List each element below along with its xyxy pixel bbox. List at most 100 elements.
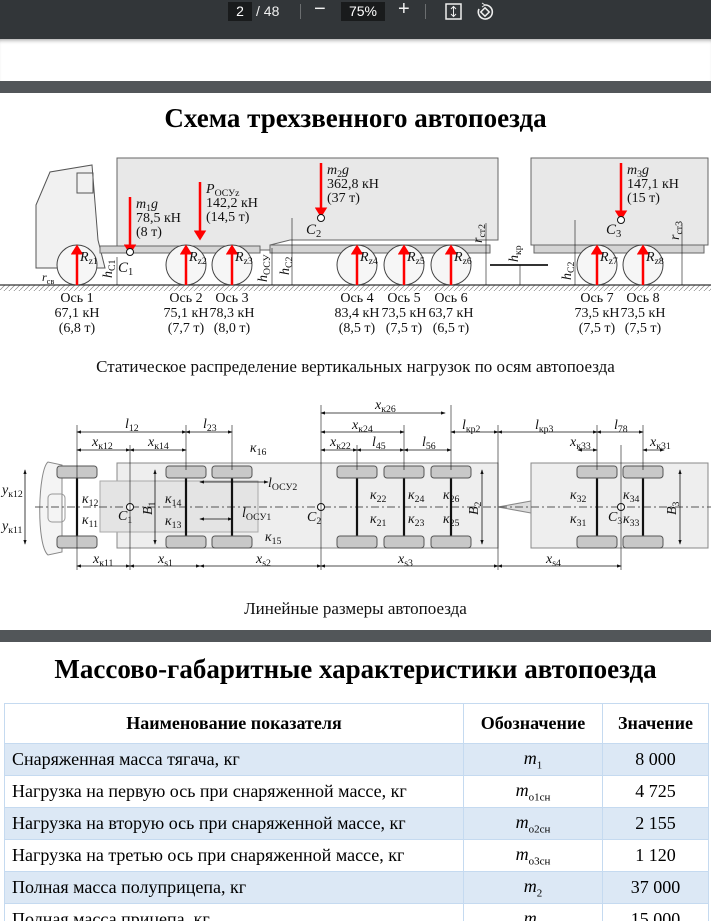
rotate-icon[interactable]: [476, 2, 495, 21]
label-base: x: [255, 552, 263, 567]
label-subscript: 1: [128, 267, 133, 278]
label-subscript: к33: [576, 441, 591, 452]
label-base: к: [408, 488, 415, 503]
dimension-label: lкр2: [462, 418, 481, 435]
dimension-label: lОСУ2: [268, 476, 297, 493]
label-subscript: 1: [146, 203, 151, 214]
height-label: hC1: [101, 259, 118, 278]
label-subscript: 2: [316, 516, 321, 527]
label-subscript: C2: [284, 256, 295, 268]
symbol-subscript: 2: [536, 887, 543, 900]
label-base: x: [351, 418, 359, 433]
axle-force-label: 67,1 кН: [55, 306, 100, 321]
center-of-mass-3-icon: [617, 216, 625, 224]
zoom-level-input[interactable]: 75%: [341, 2, 385, 21]
table-row: Нагрузка на вторую ось при снаряженной м…: [4, 807, 709, 840]
reaction-label: Rz1: [79, 250, 98, 267]
label-subscript: 12: [129, 423, 139, 434]
parameter-symbol: m2: [463, 871, 603, 904]
axle-mass-label: (8,5 т): [339, 321, 376, 336]
label-subscript: z3: [244, 256, 253, 267]
dimension-label: xк26: [374, 398, 396, 415]
parameter-value: 2 155: [602, 807, 709, 840]
dimension-label: к33: [623, 512, 639, 529]
dimension-label: xк31: [649, 435, 671, 452]
label-subscript: 33: [630, 518, 640, 529]
label-subscript: C2: [566, 261, 577, 273]
load-force: 78,5 кН: [136, 211, 181, 226]
label-subscript: кр: [513, 245, 524, 255]
radius-label: rсв: [42, 270, 54, 286]
track-width-label: B3: [665, 501, 682, 515]
label-subscript: ОСУ1: [246, 512, 272, 523]
axle-mass-label: (6,8 т): [59, 321, 96, 336]
wheel-bottom-7: [576, 535, 618, 549]
dimension-label: l45: [372, 435, 386, 452]
zoom-in-button[interactable]: +: [398, 0, 410, 20]
dimension-label: xк33: [569, 435, 591, 452]
axle-force-label: 83,4 кН: [335, 306, 380, 321]
parameter-name: Полная масса прицепа, кг: [4, 903, 464, 921]
pdf-page-2: Схема трехзвенного автопоезда Статическо…: [0, 93, 711, 630]
page-number-input[interactable]: 2: [228, 2, 252, 21]
axle-force-label: 73,5 кН: [621, 306, 666, 321]
label-subscript: 3: [671, 501, 682, 506]
axle-force-label: 63,7 кН: [429, 306, 474, 321]
dimension-label: C2: [307, 510, 321, 527]
tractor-cab: [35, 164, 106, 269]
label-subscript: z7: [609, 256, 618, 267]
label-subscript: 22: [377, 494, 387, 505]
dimension-label: l56: [422, 435, 436, 452]
label-base: к: [623, 512, 630, 527]
axle-name-label: Ось 8: [626, 291, 659, 306]
dimension-label: xк24: [351, 418, 373, 435]
label-subscript: к11: [99, 558, 113, 569]
specs-table: Наименование показателя Обозначение Знач…: [4, 703, 709, 921]
label-subscript: к12: [8, 489, 23, 500]
reaction-label: Rz8: [645, 250, 664, 267]
label-base: h: [278, 268, 293, 275]
symbol-subscript: о2сн: [528, 823, 551, 836]
load-force: 142,2 кН: [206, 196, 258, 211]
label-base: m: [327, 163, 337, 178]
axle-name-label: Ось 4: [340, 291, 373, 306]
load-mass: (37 т): [327, 191, 360, 206]
parameter-symbol: mо3сн: [463, 839, 603, 872]
table-row: Полная масса прицепа, кгm315 000: [4, 903, 709, 921]
dimension-label: lкр3: [535, 418, 554, 435]
wheel-bottom-3: [211, 535, 253, 549]
parameter-symbol: mо1сн: [463, 775, 603, 808]
label-base: l: [125, 417, 129, 432]
label-base: x: [569, 435, 577, 450]
load-mass: (15 т): [627, 191, 660, 206]
label-base: y: [0, 519, 9, 534]
reaction-label: Rz7: [599, 250, 618, 267]
axle-force-label: 73,5 кН: [575, 306, 620, 321]
label-base: r: [42, 270, 47, 284]
label-base: P: [205, 182, 215, 197]
label-subscript: ОСУz: [215, 188, 241, 199]
axle-mass-label: (7,5 т): [625, 321, 662, 336]
height-label: hОСУ: [256, 254, 273, 282]
label-subscript: 3: [616, 229, 621, 240]
dimension-label: xs3: [397, 552, 413, 569]
label-base: к: [82, 513, 89, 528]
label-base: l: [462, 418, 466, 433]
figure-caption-loads: Статическое распределение вертикальных н…: [96, 357, 615, 376]
radius-label: rст2: [471, 224, 488, 243]
label-base: l: [614, 418, 618, 433]
label-base: к: [370, 512, 377, 527]
label-subscript: ОСУ2: [272, 482, 298, 493]
axle-name-label: Ось 7: [580, 291, 613, 306]
label-subscript: 45: [376, 441, 386, 452]
load-symbol: m1g: [136, 197, 158, 214]
label-subscript: 25: [450, 518, 460, 529]
zoom-out-button[interactable]: −: [314, 0, 326, 20]
parameter-symbol: m1: [463, 743, 603, 776]
label-tail: g: [342, 163, 349, 178]
label-subscript: к26: [381, 404, 396, 415]
label-subscript: z4: [369, 256, 378, 267]
fit-page-icon[interactable]: [445, 3, 462, 20]
label-subscript: 2: [316, 229, 321, 240]
